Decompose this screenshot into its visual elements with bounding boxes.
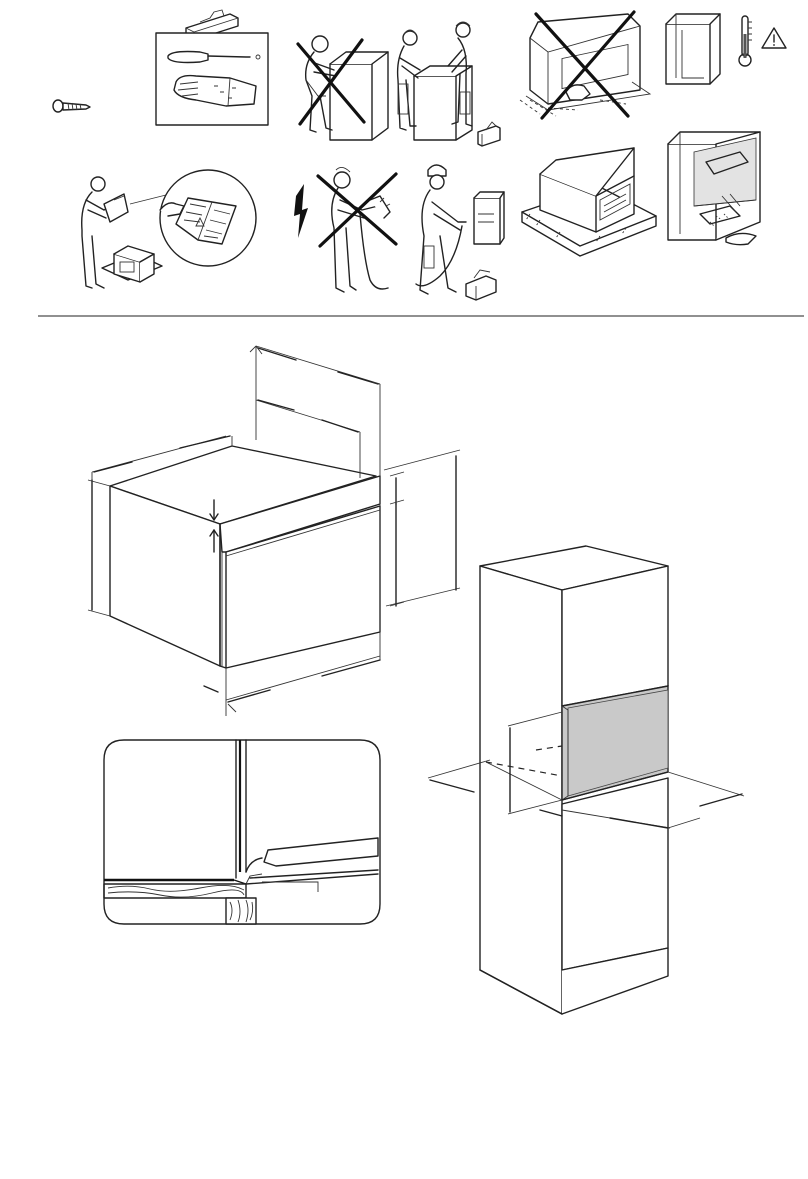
- unqualified-electrician-crossed-icon: [318, 167, 396, 292]
- cabinet-cleaning-icon: [668, 132, 760, 245]
- tall-cabinet-niche-drawing: [428, 546, 744, 1014]
- screw-icon: [53, 100, 90, 112]
- tools-panel: [156, 33, 268, 125]
- oven-on-pallet-icon: [522, 148, 656, 256]
- oven-dimension-drawing: [88, 346, 460, 716]
- manual-book-icon: [160, 170, 256, 266]
- boxed-oven-icon: [102, 246, 162, 282]
- handle-lift-crossed-icon: [520, 12, 650, 118]
- toolbox-small-icon: [478, 122, 500, 146]
- toolbox-small-icon: [466, 270, 496, 300]
- thermometer-icon: [739, 16, 752, 66]
- single-person-lifting-crossed-icon: [298, 36, 388, 140]
- door-seal-detail: [104, 740, 380, 924]
- two-people-lifting-icon: [398, 22, 500, 146]
- warning-triangle-icon: [762, 28, 786, 48]
- cabinet-icon: [666, 14, 720, 84]
- qualified-electrician-icon: [416, 165, 504, 300]
- lightning-icon: [294, 184, 308, 238]
